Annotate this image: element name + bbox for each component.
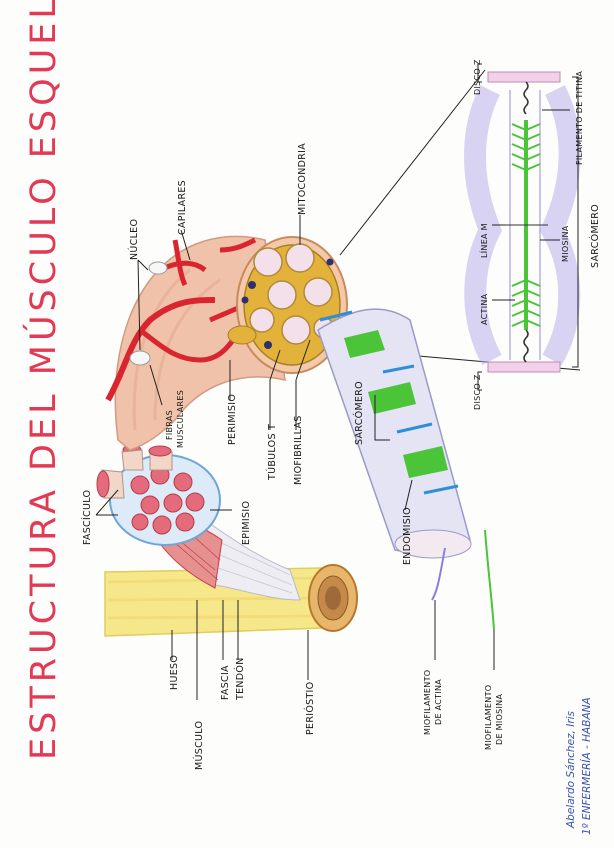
sarcomere	[475, 72, 578, 372]
label-miofibrillas: MIOFIBRILLAS	[293, 415, 304, 485]
label-nucleo: NÚCLEO	[128, 219, 140, 260]
label-sarcomero-right: SARCÓMERO	[589, 204, 601, 268]
label-mitocondria: MITOCONDRIA	[297, 143, 308, 215]
label-miofilamento-miosina-1: MIOFILAMENTO	[484, 685, 493, 750]
label-filamento-titina: FILAMENTO DE TITINA	[575, 71, 584, 165]
label-sarcomero-mid: SARCÓMERO	[353, 381, 365, 445]
label-miosina: MIOSINA	[561, 225, 570, 262]
label-fasciculo: FASCÍCULO	[81, 490, 93, 545]
label-perimisio: PERIMISIO	[227, 394, 238, 445]
label-endomisio: ENDOMISIO	[402, 507, 413, 565]
label-musculo: MÚSCULO	[193, 721, 205, 770]
signature-course: 1º ENFERMERÍA - HABANA	[580, 697, 593, 835]
signature-author: Abelardo Sánchez, Iris	[565, 710, 577, 829]
label-hueso: HUESO	[169, 655, 180, 690]
label-actina: ACTINA	[480, 293, 489, 325]
label-musculares: MUSCULARES	[176, 390, 185, 448]
label-epimisio: EPIMISIO	[241, 501, 252, 545]
label-fascia: FASCIA	[220, 665, 231, 700]
label-miofilamento-actina-1: MIOFILAMENTO	[423, 670, 432, 735]
label-tendon: TENDÓN	[234, 657, 246, 701]
label-linea-m: LÍNEA M	[478, 223, 489, 258]
label-tubulos-t: TÚBULOS T	[266, 424, 278, 481]
label-miofilamento-actina-2: DE ACTINA	[434, 679, 443, 725]
label-miofilamento-miosina-2: DE MIOSINA	[495, 694, 504, 745]
label-periostio: PERIÓSTIO	[304, 682, 316, 735]
title: ESTRUCTURA DEL MÚSCULO ESQUELÉTICO	[22, 0, 64, 760]
label-disco-z-top: DISCO Z	[473, 59, 482, 95]
label-fibras: FIBRAS	[165, 410, 174, 440]
label-capilares: CAPILARES	[177, 180, 188, 235]
label-disco-z-bottom: DISCO Z	[473, 374, 482, 410]
